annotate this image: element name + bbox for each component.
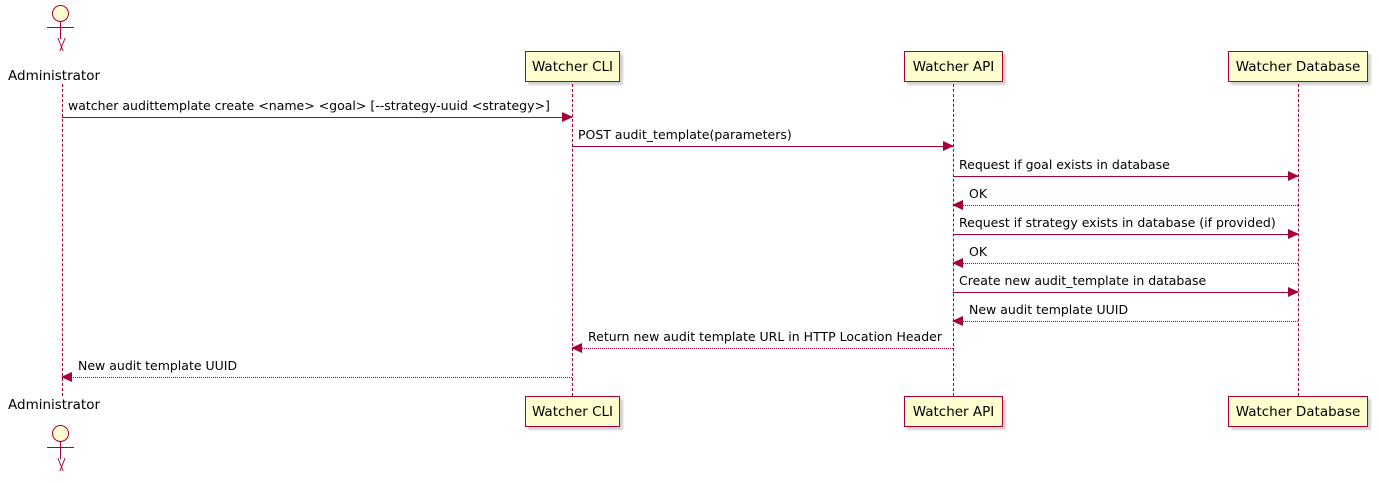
message-label: OK bbox=[969, 244, 988, 259]
arrowhead-left-icon bbox=[61, 372, 72, 382]
message-line bbox=[572, 146, 953, 147]
lifeline-watcher-cli bbox=[572, 84, 573, 396]
message-line bbox=[953, 321, 1298, 322]
message-line bbox=[62, 377, 572, 378]
message-label: Return new audit template URL in HTTP Lo… bbox=[588, 329, 942, 344]
participant-label-watcher-db-top: Watcher Database bbox=[1235, 58, 1361, 75]
participant-label-watcher-api-bottom: Watcher API bbox=[912, 403, 995, 420]
participant-label-watcher-api-top: Watcher API bbox=[912, 58, 995, 75]
arrowhead-right-icon bbox=[1288, 287, 1299, 297]
message-line bbox=[62, 117, 572, 118]
arrowhead-right-icon bbox=[943, 141, 954, 151]
lifeline-watcher-api bbox=[953, 84, 954, 396]
participant-watcher-cli-bottom[interactable]: Watcher CLI bbox=[525, 396, 620, 427]
participant-watcher-api-top[interactable]: Watcher API bbox=[904, 51, 1003, 82]
actor-administrator-bottom bbox=[40, 425, 84, 471]
arrowhead-left-icon bbox=[952, 316, 963, 326]
arrowhead-left-icon bbox=[571, 343, 582, 353]
message-line bbox=[953, 205, 1298, 206]
actor-head-icon bbox=[52, 5, 69, 22]
message-label: Create new audit_template in database bbox=[959, 273, 1207, 288]
participant-watcher-db-bottom[interactable]: Watcher Database bbox=[1228, 396, 1368, 427]
participant-label-administrator-bottom: Administrator bbox=[8, 397, 101, 413]
message-line bbox=[953, 176, 1298, 177]
participant-watcher-cli-top[interactable]: Watcher CLI bbox=[525, 51, 620, 82]
lifeline-administrator bbox=[62, 84, 63, 396]
actor-body-icon bbox=[60, 22, 61, 39]
message-label: New audit template UUID bbox=[969, 302, 1129, 317]
message-line bbox=[953, 263, 1298, 264]
participant-watcher-api-bottom[interactable]: Watcher API bbox=[904, 396, 1003, 427]
arrowhead-left-icon bbox=[952, 200, 963, 210]
arrowhead-left-icon bbox=[952, 258, 963, 268]
message-label: OK bbox=[969, 186, 988, 201]
arrowhead-right-icon bbox=[1288, 171, 1299, 181]
message-label: POST audit_template(parameters) bbox=[578, 127, 792, 142]
message-label: watcher audittemplate create <name> <goa… bbox=[68, 98, 550, 113]
participant-watcher-db-top[interactable]: Watcher Database bbox=[1228, 51, 1368, 82]
message-label: Request if goal exists in database bbox=[959, 157, 1170, 172]
arrowhead-right-icon bbox=[1288, 229, 1299, 239]
actor-arms-icon bbox=[47, 27, 74, 28]
participant-label-watcher-db-bottom: Watcher Database bbox=[1235, 403, 1361, 420]
message-line bbox=[572, 348, 953, 349]
actor-head-icon bbox=[52, 425, 69, 442]
lifeline-watcher-db bbox=[1298, 84, 1299, 396]
actor-body-icon bbox=[60, 442, 61, 459]
message-label: New audit template UUID bbox=[78, 358, 238, 373]
participant-label-watcher-cli-top: Watcher CLI bbox=[531, 58, 614, 75]
participant-label-administrator-top: Administrator bbox=[8, 68, 101, 84]
actor-arms-icon bbox=[47, 447, 74, 448]
message-line bbox=[953, 234, 1298, 235]
actor-administrator-top bbox=[40, 5, 84, 51]
message-label: Request if strategy exists in database (… bbox=[959, 215, 1276, 230]
participant-label-watcher-cli-bottom: Watcher CLI bbox=[531, 403, 614, 420]
message-line bbox=[953, 292, 1298, 293]
arrowhead-right-icon bbox=[562, 112, 573, 122]
